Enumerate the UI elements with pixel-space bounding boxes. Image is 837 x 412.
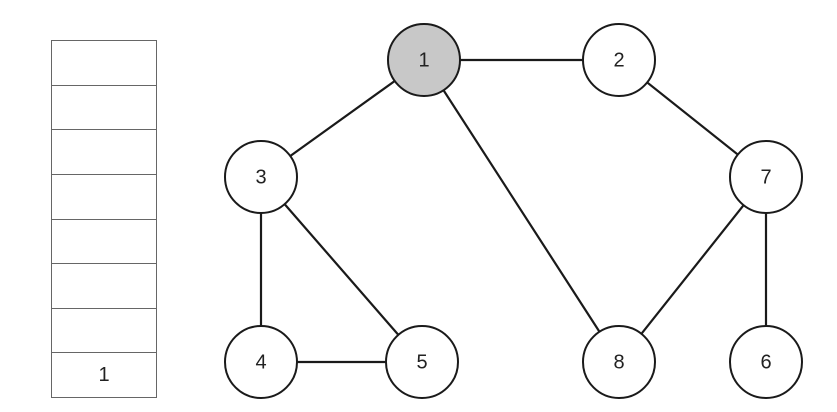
edges-layer bbox=[259, 58, 768, 364]
node-label: 1 bbox=[418, 49, 429, 71]
stack-cell bbox=[52, 130, 156, 175]
edge-3-5 bbox=[259, 175, 424, 364]
edge-7-8 bbox=[617, 175, 768, 364]
node-label: 8 bbox=[613, 351, 624, 373]
stack-cell bbox=[52, 86, 156, 131]
node-circle bbox=[582, 325, 656, 399]
node-8: 8 bbox=[582, 325, 656, 399]
node-circle bbox=[729, 140, 803, 214]
node-7: 7 bbox=[729, 140, 803, 214]
node-circle bbox=[224, 325, 298, 399]
stack-cell-top: 1 bbox=[98, 363, 110, 386]
edge-1-8 bbox=[422, 58, 621, 364]
node-label: 5 bbox=[416, 351, 427, 373]
node-label: 6 bbox=[760, 351, 771, 373]
node-circle bbox=[224, 140, 298, 214]
node-6: 6 bbox=[729, 325, 803, 399]
node-label: 4 bbox=[255, 351, 266, 373]
node-4: 4 bbox=[224, 325, 298, 399]
stack-cell bbox=[52, 264, 156, 309]
stack-cell bbox=[52, 220, 156, 265]
stack-cell bbox=[52, 309, 156, 354]
stack-cell bbox=[52, 41, 156, 86]
node-1: 1 bbox=[387, 23, 461, 97]
stack-cell bbox=[52, 175, 156, 220]
node-label: 3 bbox=[255, 166, 266, 188]
node-2: 2 bbox=[582, 23, 656, 97]
node-label: 2 bbox=[613, 49, 624, 71]
node-circle bbox=[387, 23, 461, 97]
node-circle bbox=[729, 325, 803, 399]
nodes-layer: 1 2 3 4 5 6 7 8 bbox=[224, 23, 803, 399]
stack: 1 bbox=[51, 40, 157, 398]
node-5: 5 bbox=[385, 325, 459, 399]
node-circle bbox=[582, 23, 656, 97]
node-3: 3 bbox=[224, 140, 298, 214]
node-label: 7 bbox=[760, 166, 771, 188]
node-circle bbox=[385, 325, 459, 399]
